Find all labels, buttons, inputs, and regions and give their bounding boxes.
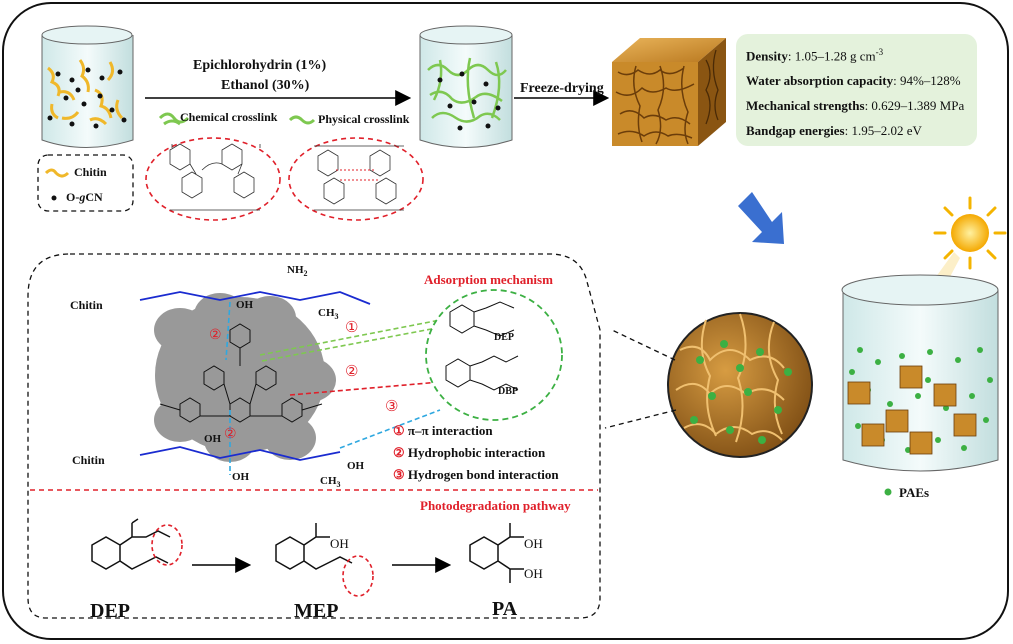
reagent-ethanol: Ethanol (30%) xyxy=(221,78,310,93)
zoom-circle xyxy=(667,312,813,458)
paes-legend-dot xyxy=(884,488,892,496)
chemical-crosslink-structure xyxy=(145,137,281,221)
mep-label: MEP xyxy=(294,600,339,622)
photodegradation-title: Photodegradation pathway xyxy=(420,498,571,513)
dep-label: DEP xyxy=(90,600,130,622)
beaker-icon-3 xyxy=(841,274,999,496)
down-arrow-icon xyxy=(738,192,784,244)
property-density: Density: 1.05–1.28 g cm-3 xyxy=(746,47,884,64)
legend-chitin-label: Chitin xyxy=(74,165,107,179)
dbp-molecule-label: DBP xyxy=(498,386,518,397)
mep-oh-label: OH xyxy=(330,536,349,551)
chitin-legend-icon xyxy=(44,168,70,178)
dep-dbp-structures xyxy=(445,301,519,391)
chemical-crosslink-icon xyxy=(158,112,190,126)
mechanism-region xyxy=(27,253,601,619)
paes-label: PAEs xyxy=(899,485,930,500)
pae-molecules-circle xyxy=(425,289,563,421)
property-water-absorption: Water absorption capacity: 94%–128% xyxy=(746,73,961,89)
interaction-hydrogen-bond: ③ Hydrogen bond interaction xyxy=(393,467,559,482)
nh2-label: NH2 xyxy=(287,264,308,279)
dep-molecule-label: DEP xyxy=(494,332,514,343)
properties-panel: Density: 1.05–1.28 g cm-3 Water absorpti… xyxy=(736,34,977,146)
marker-2: ② xyxy=(345,364,359,380)
property-bandgap: Bandgap energies: 1.95–2.02 eV xyxy=(746,123,922,139)
oh-label-2: OH xyxy=(204,433,222,445)
physical-crosslink-icon xyxy=(288,115,316,125)
oh-label-3: OH xyxy=(232,471,250,483)
marker-1: ① xyxy=(345,320,359,336)
chitin-label-bottom: Chitin xyxy=(72,453,105,467)
chitin-chain-bottom xyxy=(139,446,341,461)
ogcn-legend-icon xyxy=(51,195,57,201)
beaker-icon-2 xyxy=(419,25,513,148)
photo-structures xyxy=(91,518,524,583)
chitin-label-top: Chitin xyxy=(70,298,103,312)
freeze-drying-label: Freeze-drying xyxy=(520,81,604,96)
physical-crosslink-structure xyxy=(288,137,424,221)
adsorption-mechanism-title: Adsorption mechanism xyxy=(424,272,553,287)
marker-2-bottom: ② xyxy=(224,427,237,442)
ch3-label-2: CH3 xyxy=(320,475,341,490)
ogcn-sheet xyxy=(154,293,336,462)
pa-oh-label-1: OH xyxy=(524,536,543,551)
interaction-pi-pi: ① π–π interaction xyxy=(393,423,493,438)
chemical-crosslink-label: Chemical crosslink xyxy=(180,110,278,124)
oh-label-1: OH xyxy=(236,299,254,311)
marker-3: ③ xyxy=(385,399,399,415)
physical-crosslink-label: Physical crosslink xyxy=(318,112,410,126)
legend-box xyxy=(37,154,134,212)
ch3-label-1: CH3 xyxy=(318,307,339,322)
marker-2-top: ② xyxy=(209,328,222,343)
property-mechanical-strength: Mechanical strengths: 0.629–1.389 MPa xyxy=(746,98,965,114)
legend-ogcn-label: O-gCN xyxy=(66,190,103,204)
pa-label: PA xyxy=(492,598,518,620)
chitin-chain-top xyxy=(139,291,371,305)
sponge-cube-icon xyxy=(612,38,726,146)
oh-label-4: OH xyxy=(347,460,365,472)
ogcn-structure xyxy=(159,323,323,423)
reagent-epichlorohydrin: Epichlorohydrin (1%) xyxy=(193,58,327,73)
interaction-hydrophobic: ② Hydrophobic interaction xyxy=(393,445,546,460)
beaker-icon-1 xyxy=(41,25,134,148)
pa-oh-label-2: OH xyxy=(524,566,543,581)
